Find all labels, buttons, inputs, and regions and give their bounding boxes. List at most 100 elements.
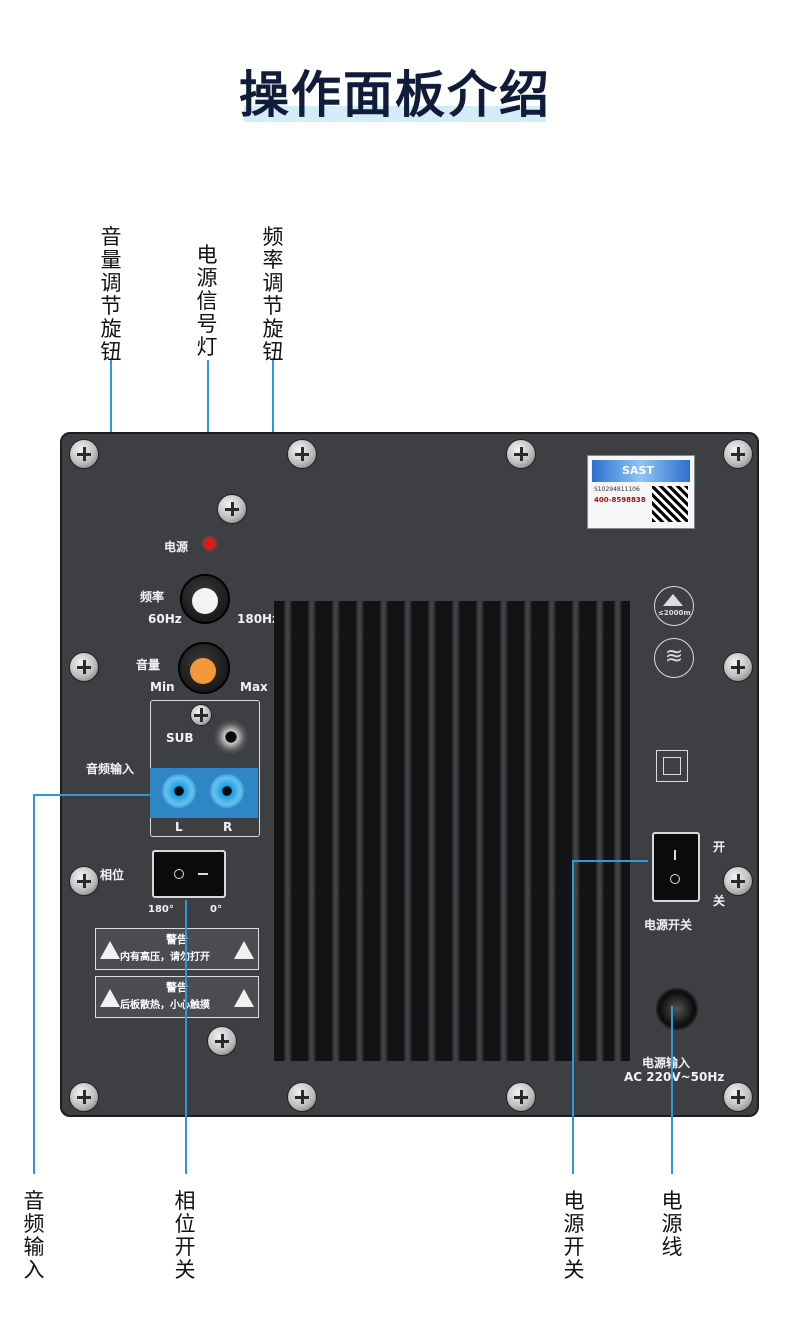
heatsink-fin xyxy=(284,601,292,1061)
heatsink-fin xyxy=(356,601,364,1061)
altitude-icon: ≤2000m xyxy=(654,586,694,626)
screw-icon xyxy=(69,866,99,896)
heatsink xyxy=(274,601,630,1061)
badge-serial: S10294811106 xyxy=(594,486,640,493)
screw-icon xyxy=(506,439,536,469)
badge-phone: 400-8598838 xyxy=(594,496,646,504)
right-channel-label: R xyxy=(223,820,233,834)
badge-brand: SAST xyxy=(622,464,654,477)
volume-knob-cap xyxy=(190,658,216,684)
certification-badge: SAST S10294811106 400-8598838 xyxy=(587,455,695,529)
power-switch-off-mark xyxy=(670,874,680,884)
callout-line-phase xyxy=(185,900,187,1174)
power-input-grommet xyxy=(656,988,698,1030)
callout-line-power-switch-h xyxy=(572,860,648,862)
freq-max-label: 180Hz xyxy=(237,612,280,626)
screw-icon xyxy=(69,1082,99,1112)
warning-label-2: 警告 后板散热，小心触摸 xyxy=(95,976,259,1018)
heatsink-fin xyxy=(614,601,622,1061)
double-insulation-icon xyxy=(656,750,688,782)
volume-min-label: Min xyxy=(150,680,175,694)
switch-off-label: 关 xyxy=(713,894,726,908)
phase-180-label: 180° xyxy=(148,904,174,915)
sub-rca-jack[interactable] xyxy=(214,720,248,754)
screw-icon xyxy=(207,1026,237,1056)
warning-icon xyxy=(100,989,120,1007)
phase-label: 相位 xyxy=(100,868,125,882)
screw-icon xyxy=(723,1082,753,1112)
screw-icon xyxy=(217,494,247,524)
heatsink-fin xyxy=(548,601,556,1061)
freq-knob[interactable] xyxy=(180,574,230,624)
mountain-icon xyxy=(663,594,683,606)
callout-line-power-cord xyxy=(671,1006,673,1174)
callout-power-light: 电源信号灯 xyxy=(196,243,218,359)
phase-switch-circle xyxy=(174,869,184,879)
power-input-label: 电源输入 xyxy=(642,1056,691,1070)
power-switch-on-mark xyxy=(674,850,676,860)
screw-icon xyxy=(69,439,99,469)
heatsink-fin xyxy=(524,601,532,1061)
power-switch-label: 电源开关 xyxy=(644,918,693,932)
heatsink-fin xyxy=(500,601,508,1061)
heatsink-fin xyxy=(308,601,316,1061)
heatsink-fin xyxy=(404,601,412,1061)
heatsink-fin xyxy=(332,601,340,1061)
freq-min-label: 60Hz xyxy=(148,612,182,626)
warning1-title: 警告 xyxy=(166,933,188,946)
freq-knob-cap xyxy=(192,588,218,614)
audio-input-label: 音频输入 xyxy=(86,762,135,776)
warning-icon xyxy=(100,941,120,959)
callout-power-cord: 电源线 xyxy=(661,1189,683,1259)
phase-switch[interactable] xyxy=(152,850,226,898)
heatsink-fin xyxy=(572,601,580,1061)
freq-knob-label: 频率 xyxy=(140,590,165,604)
callout-line-audio-h xyxy=(33,794,151,796)
warning2-text: 后板散热，小心触摸 xyxy=(120,1000,210,1011)
qr-code-icon xyxy=(652,486,688,522)
warning-icon xyxy=(234,989,254,1007)
heatsink-fin xyxy=(452,601,460,1061)
callout-phase-switch: 相位开关 xyxy=(174,1189,196,1282)
heatsink-fin xyxy=(380,601,388,1061)
left-channel-label: L xyxy=(175,820,183,834)
left-rca-jack[interactable] xyxy=(162,774,196,808)
power-led-indicator xyxy=(204,538,215,549)
warning-label-1: 警告 内有高压，请勿打开 xyxy=(95,928,259,970)
screw-icon xyxy=(190,704,212,726)
warning-icon xyxy=(234,941,254,959)
callout-line-power-switch xyxy=(572,860,574,1174)
callout-audio-input: 音频输入 xyxy=(23,1189,45,1282)
callout-line-audio xyxy=(33,794,35,1174)
screw-icon xyxy=(723,652,753,682)
power-spec-label: AC 220V~50Hz xyxy=(624,1070,725,1084)
volume-knob[interactable] xyxy=(178,642,230,694)
screw-icon xyxy=(723,866,753,896)
screw-icon xyxy=(287,439,317,469)
warning1-text: 内有高压，请勿打开 xyxy=(120,952,210,963)
volume-knob-label: 音量 xyxy=(136,658,161,672)
hologram-strip: SAST xyxy=(592,460,690,482)
altitude-label: ≤2000m xyxy=(658,609,691,617)
title-highlight xyxy=(244,106,546,122)
screw-icon xyxy=(69,652,99,682)
right-rca-jack[interactable] xyxy=(210,774,244,808)
callout-volume-knob: 音量调节旋钮 xyxy=(100,225,122,364)
screw-icon xyxy=(723,439,753,469)
heat-icon: ≋ xyxy=(654,638,694,678)
phase-0-label: 0° xyxy=(210,904,222,915)
page-title: 操作面板介绍 xyxy=(239,66,551,124)
callout-power-switch: 电源开关 xyxy=(563,1189,585,1282)
volume-max-label: Max xyxy=(240,680,268,694)
power-led-label: 电源 xyxy=(164,540,189,554)
heatsink-fin xyxy=(428,601,436,1061)
screw-icon xyxy=(506,1082,536,1112)
warning2-title: 警告 xyxy=(166,981,188,994)
screw-icon xyxy=(287,1082,317,1112)
phase-switch-dash xyxy=(198,873,208,875)
title-block: 操作面板介绍 xyxy=(0,62,790,132)
callout-freq-knob: 频率调节旋钮 xyxy=(262,225,284,364)
switch-on-label: 开 xyxy=(713,840,726,854)
heatsink-fin xyxy=(476,601,484,1061)
power-switch[interactable] xyxy=(652,832,700,902)
